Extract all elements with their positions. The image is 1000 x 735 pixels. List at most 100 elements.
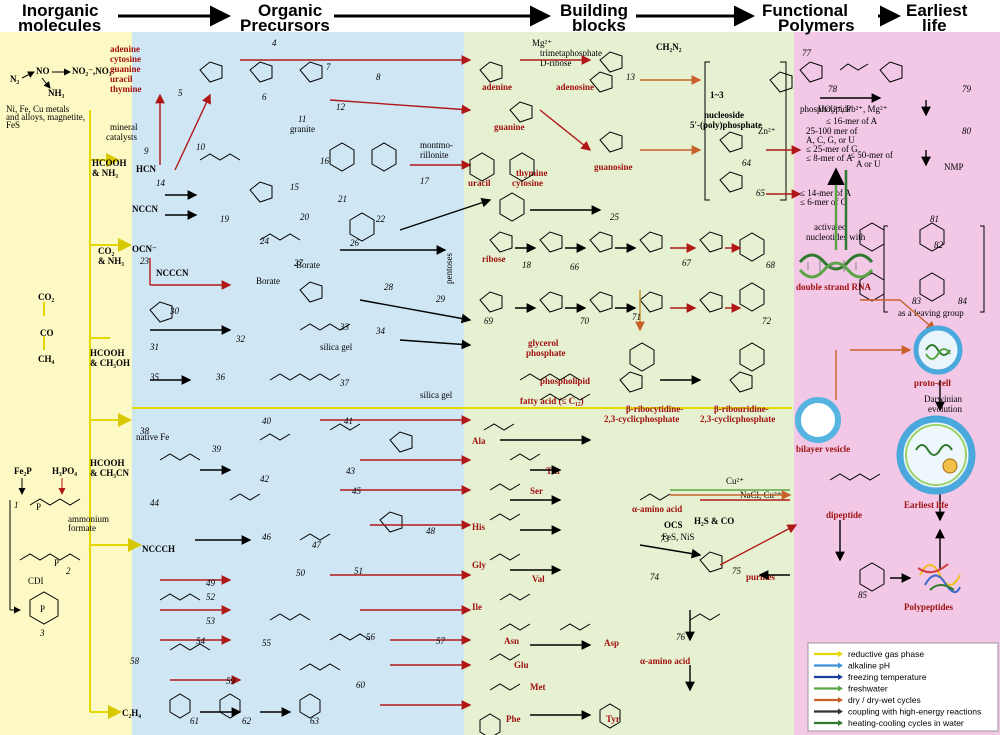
c2h4: C₂H₄: [122, 708, 141, 718]
bilayer-vesicle-icon: [795, 397, 841, 443]
polypeptides-icon: [917, 563, 961, 594]
cmpd-35: 35: [149, 372, 160, 382]
cmpd-81: 81: [930, 214, 939, 224]
bb-alpha-amino-1: α-amino acid: [632, 504, 682, 514]
ammonium-2: formate: [68, 523, 96, 533]
bb-mg: Mg²⁺: [532, 38, 552, 48]
cmpd-82: 82: [934, 240, 944, 250]
bb-ribou-2: 2,3-cyclicphosphate: [700, 414, 775, 424]
cmpd-21: 21: [338, 194, 347, 204]
earliest-life-label: Earliest life: [904, 500, 948, 510]
cmpd-85: 85: [858, 590, 868, 600]
fp-mer-4: ≤ 8-mer of A: [806, 153, 853, 163]
cmpd-38: 38: [139, 426, 150, 436]
cmpd-12: 12: [336, 102, 346, 112]
cmpd-60: 60: [356, 680, 366, 690]
bb-range: 1~3: [710, 90, 724, 100]
fp-bilayer: bilayer vesicle: [796, 444, 850, 454]
cmpd-64: 64: [742, 158, 752, 168]
header-organic-2: Precursors: [240, 16, 330, 35]
fp-mer-c-1: ≤ 14-mer of A: [800, 188, 852, 198]
hcooh-ch3cn-1: HCOOH: [90, 458, 125, 468]
legend-label: reductive gas phase: [848, 649, 924, 659]
aa-gly: Gly: [472, 560, 487, 570]
hcooh-nh3-1: HCOOH: [92, 158, 127, 168]
fp-activated-1: activated: [814, 222, 847, 232]
functional-structures: [799, 61, 985, 592]
cmpd-57: 57: [436, 636, 446, 646]
bb-cytosine: cytosine: [512, 178, 543, 188]
bb-guanosine: guanosine: [594, 162, 633, 172]
cmpd-45: 45: [352, 486, 362, 496]
nmp-label: NMP: [944, 162, 964, 172]
cmpd-43: 43: [346, 466, 356, 476]
bb-ribose: ribose: [482, 254, 506, 264]
cmpd-19: 19: [220, 214, 230, 224]
earliest-compound-numbers: 77 78 79 80 81 82 83 84 85 1 2 3: [14, 48, 972, 638]
fe2p: Fe₂P: [14, 466, 32, 476]
cmpd-13: 13: [626, 72, 636, 82]
bb-uracil: uracil: [468, 178, 491, 188]
band-functional: [794, 32, 1000, 735]
nb-adenine: adenine: [110, 44, 140, 54]
fp-double-rna: double strand RNA: [796, 282, 872, 292]
cmpd-27: 27: [294, 258, 304, 268]
cmpd-79: 79: [962, 84, 972, 94]
darwinian-1: Darwinian: [924, 394, 962, 404]
cmpd-25: 25: [610, 212, 620, 222]
montmo-1: montmo-: [420, 140, 453, 150]
aa-his: His: [472, 522, 486, 532]
no2: NO₂⁻,NO₃⁻: [72, 66, 116, 76]
nccn-main: NCCN: [132, 204, 158, 214]
p-text-2: P: [54, 558, 59, 568]
nh3: NH₃: [48, 88, 65, 98]
band-building: [464, 32, 794, 735]
header-building-2: blocks: [572, 16, 626, 35]
fp-mer-au-2: A or U: [856, 159, 881, 169]
aa-ala: Ala: [472, 436, 486, 446]
cmpd-61: 61: [190, 716, 199, 726]
cmpd-9: 9: [144, 146, 149, 156]
cmpd-78: 78: [828, 84, 838, 94]
cmpd-55: 55: [262, 638, 272, 648]
cmpd-14: 14: [156, 178, 166, 188]
cmpd-40: 40: [262, 416, 272, 426]
cmpd-28: 28: [384, 282, 394, 292]
bb-alpha-amino-2: α-amino acid: [640, 656, 690, 666]
bb-adenine: adenine: [482, 82, 512, 92]
cmpd-77: 77: [802, 48, 812, 58]
cmpd-39: 39: [211, 444, 222, 454]
cmpd-83: 83: [912, 296, 922, 306]
cmpd-73: 73: [660, 534, 670, 544]
legend-arrowhead: [838, 685, 843, 692]
cmpd-20: 20: [300, 212, 310, 222]
hcooh-ch3oh-1: HCOOH: [90, 348, 125, 358]
bb-fatty-acid: fatty acid (≤ C₁₂): [520, 396, 584, 406]
legend-arrowhead: [838, 720, 843, 726]
bb-ocs: OCS: [664, 520, 683, 530]
hcooh-ch3cn-2: & CH₃CN: [90, 468, 129, 478]
legend-label: heating-cooling cycles in water: [848, 718, 964, 728]
cmpd-50: 50: [296, 568, 306, 578]
band-organic: [132, 32, 464, 735]
cmpd-34: 34: [375, 326, 386, 336]
aa-phe: Phe: [506, 714, 521, 724]
cmpd-63: 63: [310, 716, 320, 726]
bb-glycerol-1: glycerol: [528, 338, 559, 348]
cmpd-56: 56: [366, 632, 376, 642]
header-building-1: Building: [560, 1, 628, 20]
header-inorganic-1: Inorganic: [22, 1, 99, 20]
cmpd-76: 76: [676, 632, 686, 642]
cmpd-8: 8: [376, 72, 381, 82]
darwinian-2: evolution: [928, 404, 962, 414]
co2: CO₂: [38, 292, 55, 302]
cmpd-65: 65: [756, 188, 766, 198]
bb-dribose: D-ribose: [540, 58, 572, 68]
ncccn-main: NCCCN: [156, 268, 189, 278]
cmpd-80: 80: [962, 126, 972, 136]
fp-phospholipids: phospholipids: [800, 104, 851, 114]
cmpd-16: 16: [320, 156, 330, 166]
pentoses: pentoses: [444, 253, 454, 284]
legend-arrowhead: [838, 708, 843, 715]
